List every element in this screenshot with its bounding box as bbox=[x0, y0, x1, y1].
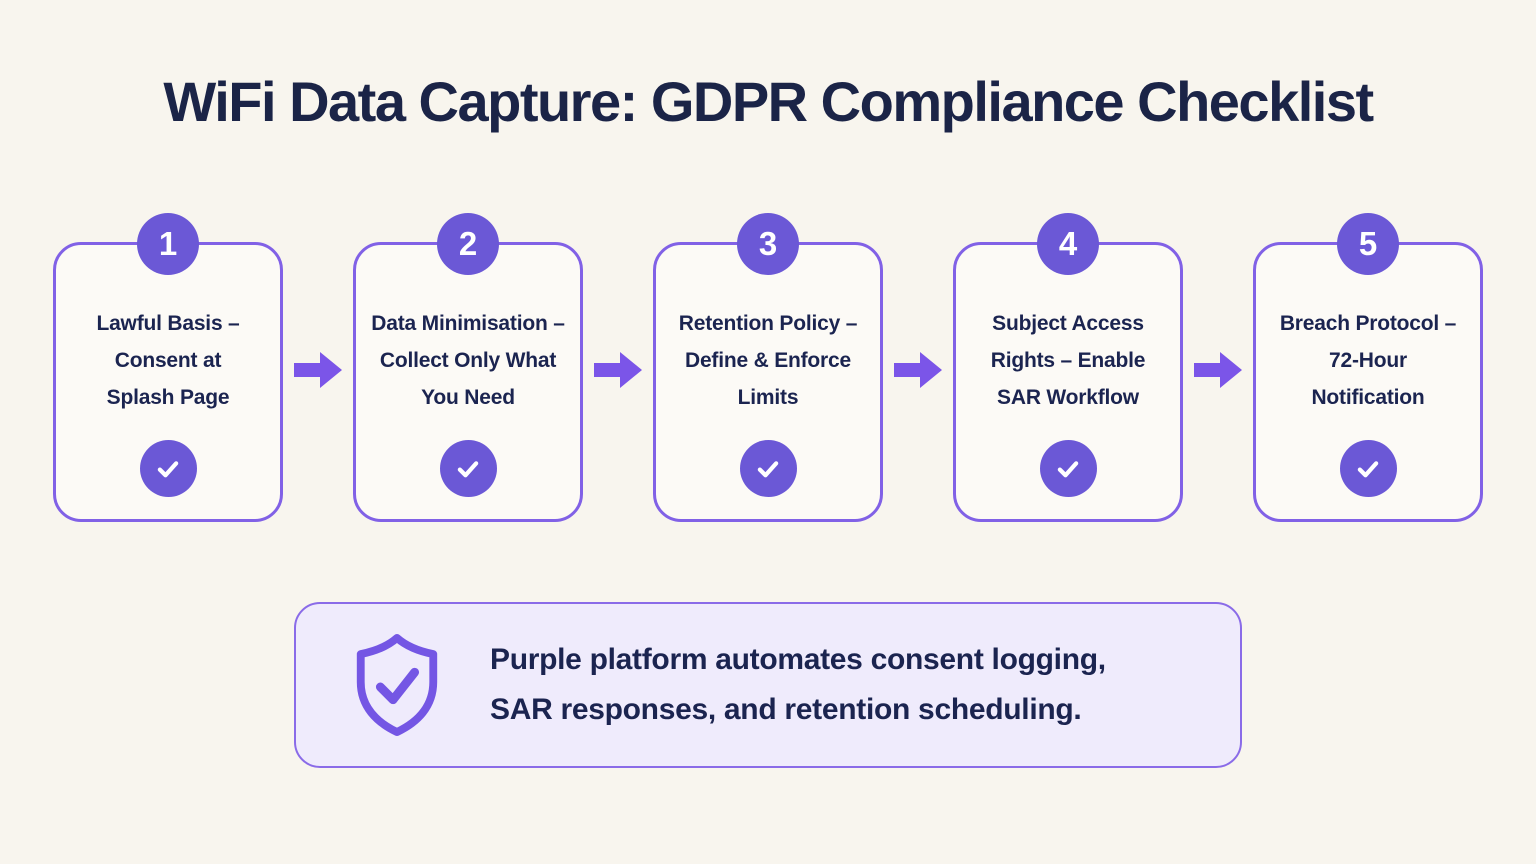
check-icon bbox=[139, 440, 197, 497]
step-card-1: 1 Lawful Basis – Consent at Splash Page bbox=[53, 213, 283, 522]
step-number-badge: 2 bbox=[437, 213, 499, 275]
page-title: WiFi Data Capture: GDPR Compliance Check… bbox=[163, 70, 1374, 133]
arrow-right-icon bbox=[594, 352, 642, 388]
check-icon bbox=[1339, 440, 1397, 497]
step-card-2: 2 Data Minimisation – Collect Only What … bbox=[353, 213, 583, 522]
step-number: 4 bbox=[1058, 225, 1078, 262]
arrow-right-icon bbox=[894, 352, 942, 388]
shield-check-icon bbox=[356, 634, 438, 736]
step-number: 2 bbox=[458, 225, 478, 262]
steps-row: 1 Lawful Basis – Consent at Splash Page … bbox=[0, 213, 1536, 522]
step-label: Breach Protocol – 72-Hour Notification bbox=[1279, 312, 1457, 409]
step-number: 1 bbox=[158, 225, 178, 262]
callout-text: Purple platform automates consent loggin… bbox=[490, 643, 1106, 726]
step-number: 3 bbox=[758, 225, 778, 262]
arrow-right-icon bbox=[1194, 352, 1242, 388]
step-card-5: 5 Breach Protocol – 72-Hour Notification bbox=[1253, 213, 1483, 522]
check-icon bbox=[439, 440, 497, 497]
arrow-right-icon bbox=[294, 352, 342, 388]
step-number-badge: 4 bbox=[1037, 213, 1099, 275]
step-label: Data Minimisation – Collect Only What Yo… bbox=[371, 312, 565, 409]
step-card-4: 4 Subject Access Rights – Enable SAR Wor… bbox=[953, 213, 1183, 522]
step-number-badge: 1 bbox=[137, 213, 199, 275]
step-number-badge: 3 bbox=[737, 213, 799, 275]
step-card-3: 3 Retention Policy – Define & Enforce Li… bbox=[653, 213, 883, 522]
check-icon bbox=[739, 440, 797, 497]
step-number-badge: 5 bbox=[1337, 213, 1399, 275]
callout-panel: Purple platform automates consent loggin… bbox=[294, 602, 1242, 768]
step-number: 5 bbox=[1358, 225, 1378, 262]
step-label: Subject Access Rights – Enable SAR Workf… bbox=[990, 312, 1146, 409]
step-label: Lawful Basis – Consent at Splash Page bbox=[96, 312, 240, 409]
check-icon bbox=[1039, 440, 1097, 497]
step-label: Retention Policy – Define & Enforce Limi… bbox=[678, 312, 858, 409]
